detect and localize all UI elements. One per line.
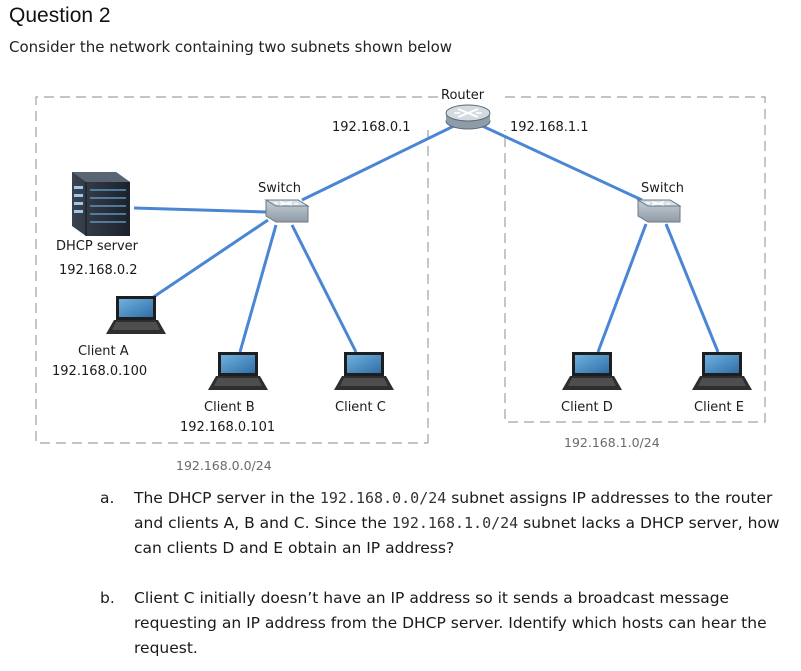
question-b: b. Client C initially doesn’t have an IP… <box>100 586 790 661</box>
client-d-name: Client D <box>561 400 613 415</box>
link-router-right-switch <box>477 122 643 202</box>
network-diagram: Router 192.168.0.1 192.168.1.1 Switch Sw… <box>35 88 766 473</box>
client-b-laptop-icon <box>208 352 268 390</box>
client-b-ip: 192.168.0.101 <box>180 420 275 435</box>
client-e-laptop-icon <box>692 352 752 390</box>
network-links <box>133 122 720 353</box>
subnet-right-label: 192.168.1.0/24 <box>564 435 660 450</box>
router-left-ip: 192.168.0.1 <box>332 120 411 135</box>
left-switch-label: Switch <box>258 181 301 196</box>
client-a-ip: 192.168.0.100 <box>52 364 147 379</box>
questions-list: a. The DHCP server in the 192.168.0.0/24… <box>100 486 790 661</box>
question-a-text-2: subnet assigns IP addresses to the route… <box>134 489 773 532</box>
dhcp-server-ip: 192.168.0.2 <box>59 263 138 278</box>
right-switch-label: Switch <box>641 181 684 196</box>
link-client-b-switch <box>238 224 278 353</box>
question-a-text-3: subnet lacks a DHCP server, how can clie… <box>134 514 780 557</box>
question-a-subnet-left: 192.168.0.0/24 <box>319 489 447 507</box>
question-b-marker: b. <box>100 589 115 607</box>
client-a-laptop-icon <box>106 296 166 334</box>
dhcp-server-icon <box>72 172 130 236</box>
client-d-laptop-icon <box>562 352 622 390</box>
router-right-ip: 192.168.1.1 <box>510 120 589 135</box>
question-a-text-1: The DHCP server in the <box>134 489 320 507</box>
link-client-c-switch <box>290 224 358 353</box>
client-b-name: Client B <box>204 400 255 415</box>
link-dhcp-switch <box>133 206 267 214</box>
router-icon <box>445 104 491 130</box>
client-e-name: Client E <box>694 400 744 415</box>
router-label: Router <box>441 88 485 103</box>
client-a-name: Client A <box>78 344 129 359</box>
question-b-text: Client C initially doesn’t have an IP ad… <box>134 589 767 657</box>
link-router-left-switch <box>301 122 459 202</box>
client-c-name: Client C <box>335 400 386 415</box>
link-client-e-switch <box>664 223 720 353</box>
dhcp-server-name: DHCP server <box>56 239 139 254</box>
right-switch-icon <box>637 199 681 223</box>
question-subtitle: Consider the network containing two subn… <box>9 38 453 56</box>
link-client-a-switch <box>151 218 269 300</box>
left-switch-icon <box>265 199 309 223</box>
question-a: a. The DHCP server in the 192.168.0.0/24… <box>100 486 790 561</box>
subnet-left-label: 192.168.0.0/24 <box>176 458 272 473</box>
subnet-right-boundary <box>504 96 766 423</box>
question-a-subnet-right: 192.168.1.0/24 <box>391 514 519 532</box>
subnet-left-boundary <box>35 96 438 444</box>
client-c-laptop-icon <box>334 352 394 390</box>
question-title: Question 2 <box>9 4 111 27</box>
question-a-marker: a. <box>100 489 115 507</box>
link-client-d-switch <box>596 223 648 353</box>
